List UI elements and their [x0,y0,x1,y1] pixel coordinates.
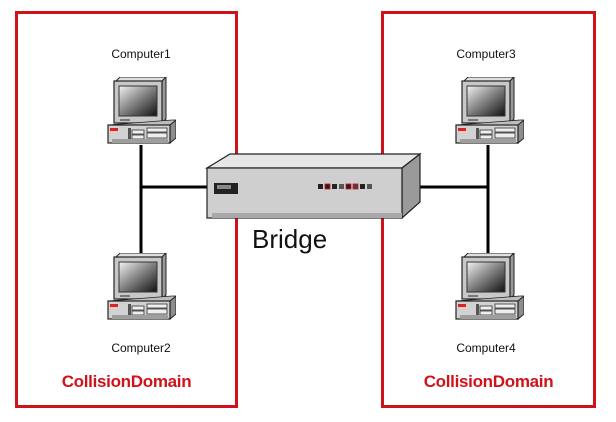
bridge-icon[interactable] [204,152,422,220]
collision-domain-right-label: CollisionDomain [423,372,554,391]
cables [139,145,490,255]
computer4-icon[interactable] [455,253,524,320]
computer4-label: Computer4 [456,341,516,355]
computer2-icon[interactable] [107,253,176,320]
computer1-icon[interactable] [107,77,176,144]
computer1-label: Computer1 [111,47,171,61]
computer2-label: Computer2 [111,341,171,355]
bridge-port-leds [318,183,372,190]
bridge-label: Bridge [252,224,328,254]
computer3-icon[interactable] [455,77,524,144]
collision-domain-left-label: CollisionDomain [61,372,192,391]
computer3-label: Computer3 [456,47,516,61]
